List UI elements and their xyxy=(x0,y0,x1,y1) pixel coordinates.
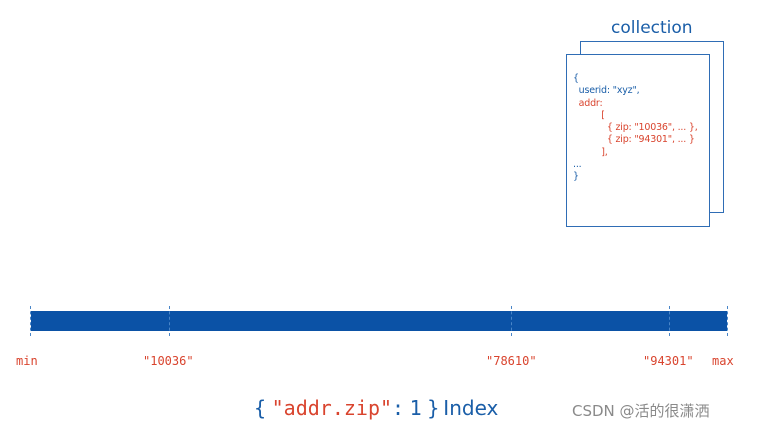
tick-10036 xyxy=(169,306,170,336)
tick-label-10036: "10036" xyxy=(143,354,194,368)
document-content: { userid: "xyz", addr: [ { zip: "10036",… xyxy=(573,73,698,184)
tick-max xyxy=(727,306,728,336)
doc-line: addr: xyxy=(573,97,603,109)
doc-line: [ xyxy=(573,109,605,121)
watermark: CSDN @活的很潇洒 xyxy=(572,402,710,420)
tick-label-94301: "94301" xyxy=(643,354,694,368)
tick-label-max: max xyxy=(712,354,734,368)
caption-index-label: Index xyxy=(443,396,499,420)
tick-78610 xyxy=(511,306,512,336)
index-caption: { "addr.zip": 1 }Index xyxy=(254,396,498,421)
tick-94301 xyxy=(669,306,670,336)
doc-line: { zip: "94301", ... } xyxy=(573,134,695,146)
tick-label-min: min xyxy=(16,354,38,368)
caption-open-brace: { xyxy=(254,396,267,420)
doc-line: { xyxy=(573,73,579,84)
caption-close-brace: } xyxy=(427,396,440,420)
doc-line: ... xyxy=(573,159,582,171)
doc-line: userid: "xyz", xyxy=(573,85,640,97)
document-card-front: { userid: "xyz", addr: [ { zip: "10036",… xyxy=(566,54,710,227)
caption-colon: : xyxy=(392,396,405,420)
doc-line: { zip: "10036", ... }, xyxy=(573,122,698,134)
tick-label-78610: "78610" xyxy=(486,354,537,368)
caption-key: "addr.zip" xyxy=(271,396,393,420)
doc-line: ], xyxy=(573,146,608,158)
doc-line: } xyxy=(573,171,579,183)
tick-min xyxy=(30,306,31,336)
collection-title: collection xyxy=(611,18,693,38)
caption-value: 1 xyxy=(409,396,422,420)
index-bar xyxy=(31,311,727,331)
